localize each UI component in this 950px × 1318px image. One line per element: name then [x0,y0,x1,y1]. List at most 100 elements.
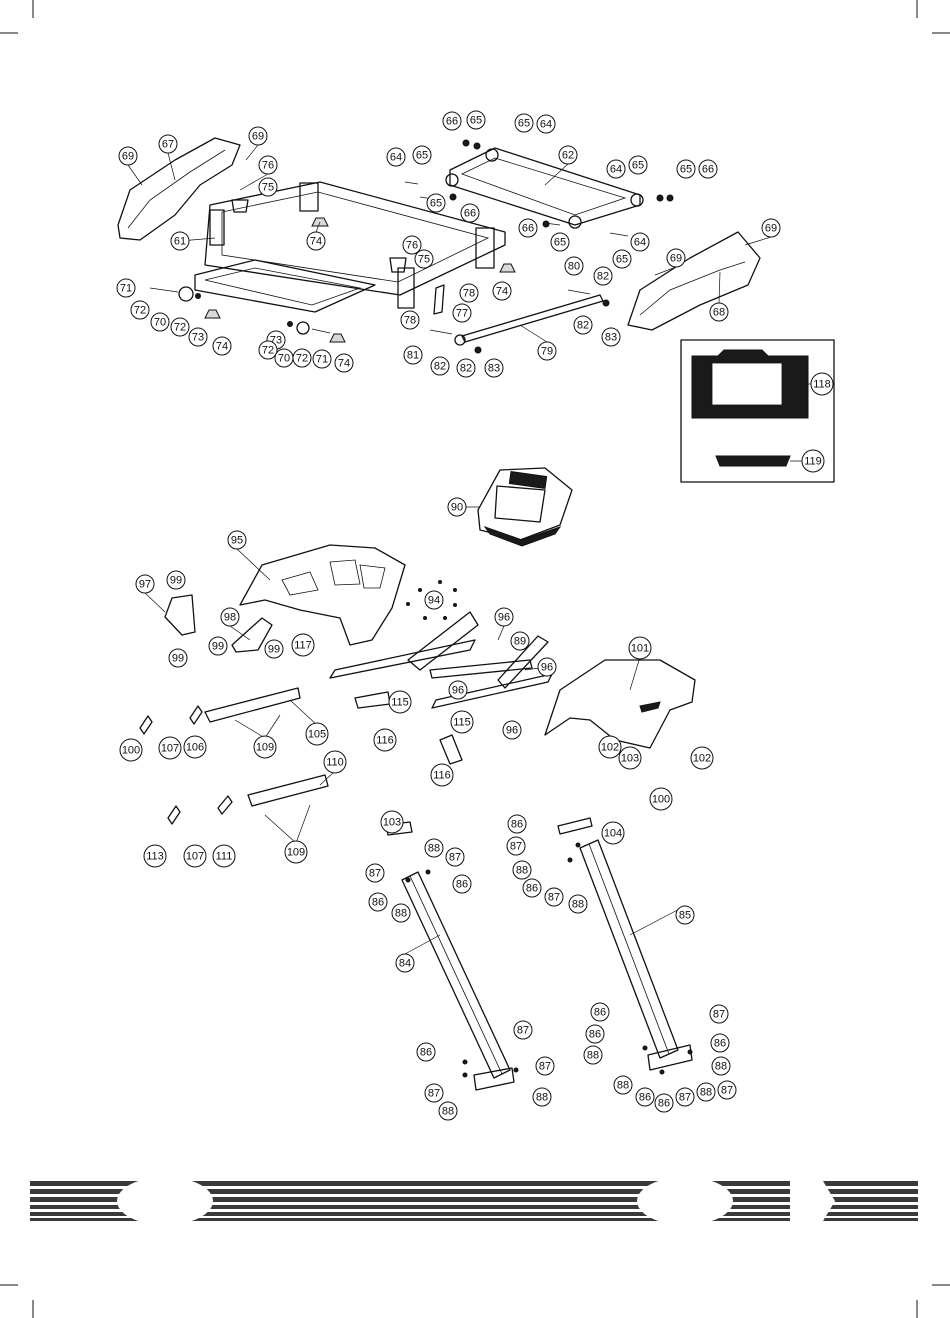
callout-72: 72 [130,300,150,320]
callout-label: 90 [451,502,463,514]
callout-label: 96 [498,612,510,624]
callout-label: 106 [186,742,204,754]
callout-67: 67 [158,134,178,154]
callout-75: 75 [414,249,434,269]
callout-86: 86 [654,1093,674,1113]
callout-label: 107 [161,743,179,755]
leader-line [229,625,251,641]
uprights [385,817,693,1091]
callout-label: 65 [680,164,692,176]
callout-label: 66 [464,208,476,220]
callout-label: 64 [634,237,646,249]
callout-label: 64 [390,152,402,164]
callout-label: 99 [268,644,280,656]
callout-label: 104 [604,828,622,840]
callout-96: 96 [502,720,522,740]
callout-103: 103 [618,746,642,770]
callout-115: 115 [388,690,412,714]
right-upright [579,839,679,1059]
callout-label: 82 [434,361,446,373]
callout-69: 69 [118,146,138,166]
tension-rod [461,294,604,343]
callout-label: 70 [278,353,290,365]
callout-65: 65 [676,159,696,179]
callout-label: 100 [122,745,140,757]
callout-88: 88 [438,1101,458,1121]
callout-118: 118 [810,372,834,396]
callout-label: 99 [170,575,182,587]
callout-label: 82 [597,271,609,283]
callout-label: 86 [639,1092,651,1104]
callout-label: 117 [294,640,312,652]
callout-78: 78 [400,310,420,330]
callout-109: 109 [253,735,277,759]
callout-label: 88 [700,1087,712,1099]
leader-line [234,719,266,739]
callout-69: 69 [666,248,686,268]
callout-label: 75 [262,182,274,194]
callout-87: 87 [513,1020,533,1040]
callout-66: 66 [460,203,480,223]
leader-line [167,152,176,181]
callout-99: 99 [208,636,228,656]
callout-77: 77 [452,303,472,323]
callout-89: 89 [510,631,530,651]
callout-88: 88 [711,1056,731,1076]
base-frame-assembly [117,137,761,354]
callout-label: 116 [433,770,451,782]
callout-label: 87 [713,1009,725,1021]
callout-label: 64 [610,164,622,176]
callout-label: 88 [442,1106,454,1118]
callout-label: 87 [517,1025,529,1037]
callout-label: 94 [428,595,440,607]
callout-84: 84 [395,953,415,973]
callout-label: 98 [224,612,236,624]
callout-label: 97 [139,579,151,591]
callout-86: 86 [368,892,388,912]
callout-87: 87 [506,836,526,856]
callout-65: 65 [412,145,432,165]
callout-87: 87 [709,1004,729,1024]
callout-label: 87 [369,868,381,880]
callout-label: 66 [702,164,714,176]
callout-label: 67 [162,139,174,151]
callout-label: 78 [463,288,475,300]
leader-line [127,164,143,186]
left-side-cover [117,137,241,241]
callout-96: 96 [537,657,557,677]
leader-line [319,770,336,786]
callout-label: 68 [713,307,725,319]
callout-label: 86 [658,1098,670,1110]
callout-72: 72 [292,348,312,368]
callout-111: 111 [212,844,236,868]
main-frame [204,181,506,296]
callout-label: 76 [262,160,274,172]
callout-117: 117 [291,633,315,657]
callout-label: 65 [470,115,482,127]
callout-87: 87 [544,887,564,907]
callout-104: 104 [601,821,625,845]
callout-label: 65 [632,160,644,172]
callout-label: 79 [541,346,553,358]
callout-label: 105 [308,729,326,741]
leader-line [629,905,686,936]
callout-label: 66 [446,116,458,128]
callout-94: 94 [424,590,444,610]
callout-label: 87 [510,841,522,853]
callout-label: 74 [338,358,350,370]
callout-68: 68 [709,302,729,322]
callout-label: 82 [460,363,472,375]
callout-90: 90 [447,497,467,517]
callout-label: 65 [554,237,566,249]
callout-label: 118 [813,379,831,391]
callout-72: 72 [170,317,190,337]
callout-85: 85 [675,905,695,925]
callout-label: 103 [621,753,639,765]
callout-105: 105 [305,722,329,746]
leader-line [654,266,677,276]
callout-71: 71 [312,349,332,369]
callout-label: 96 [541,662,553,674]
callout-label: 103 [383,817,401,829]
callout-88: 88 [391,903,411,923]
callout-label: 88 [395,908,407,920]
